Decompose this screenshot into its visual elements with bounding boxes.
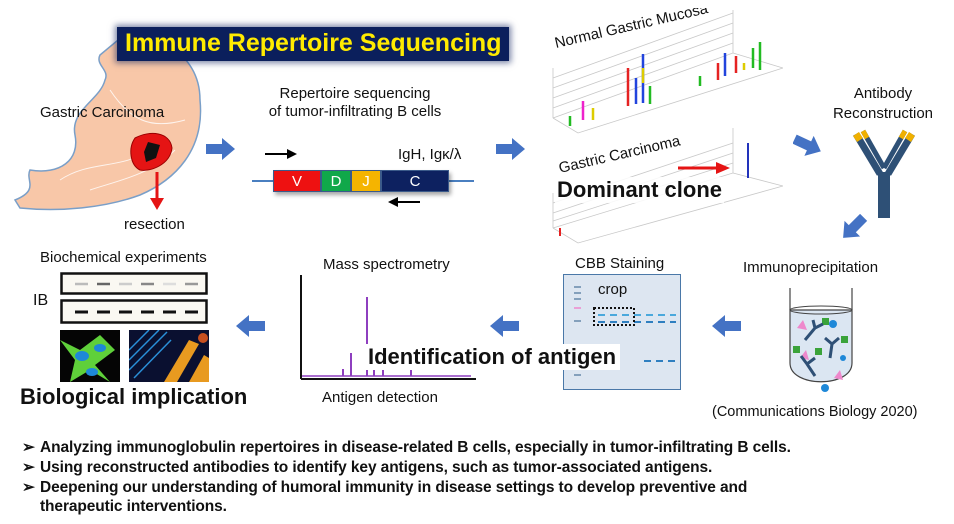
chains-label: IgH, Igκ/λ [398, 146, 462, 163]
biological-implication-label: Biological implication [20, 384, 248, 409]
ms-label: Mass spectrometry [323, 256, 450, 273]
resection-label: resection [124, 216, 185, 233]
bullet-arrow-icon: ➢ [22, 479, 35, 496]
bio-label: Biochemical experiments [40, 249, 207, 266]
antibody-line1: Antibody [853, 85, 913, 102]
ip-citation: (Communications Biology 2020) [712, 404, 918, 420]
segment-c: C [381, 170, 449, 192]
antibody-line2: Reconstruction [832, 105, 934, 122]
ms-xlabel: Antigen detection [322, 389, 438, 406]
cbb-gel [563, 274, 681, 390]
vdjc-gene: V D J C [273, 170, 449, 192]
antibody-caption: Antibody Reconstruction [818, 84, 948, 124]
arrow-left-icon [712, 315, 741, 337]
immunoblot [60, 272, 208, 324]
forward-primer-arrow-icon [265, 149, 297, 159]
arrow-right-icon [496, 138, 525, 160]
cbb-label: CBB Staining [575, 255, 665, 272]
bullet-arrow-icon: ➢ [22, 459, 35, 476]
arrow-left-icon [236, 315, 265, 337]
reverse-primer-arrow-icon [388, 197, 420, 207]
tumor-core [144, 142, 160, 162]
ms-spectrum [300, 275, 476, 380]
segment-d: D [321, 170, 351, 192]
normal-plot [552, 10, 783, 134]
sequencing-line1: Repertoire sequencing [279, 85, 431, 102]
ip-tube-icon [789, 288, 853, 392]
sequencing-caption: Repertoire sequencing of tumor-infiltrat… [255, 85, 455, 121]
ib-label: IB [33, 292, 49, 309]
dominant-clone-label: Dominant clone [555, 177, 725, 203]
antibody-icon [852, 129, 916, 218]
sequencing-line2: of tumor-infiltrating B cells [268, 103, 442, 120]
ip-label: Immunoprecipitation [743, 259, 879, 276]
arrow-right-icon [206, 138, 235, 160]
bullet-item: ➢Deepening our understanding of humoral … [22, 479, 748, 496]
carcinoma-plot-label: Gastric Carcinoma [557, 132, 682, 177]
normal-bars [568, 42, 762, 126]
identification-label: Identification of antigen [364, 344, 621, 370]
bullet-arrow-icon: ➢ [22, 439, 35, 456]
cbb-bands [574, 286, 676, 376]
arrow-left-icon [490, 315, 519, 337]
crop-box [593, 307, 635, 326]
stomach-label: Gastric Carcinoma [40, 104, 165, 121]
segment-v: V [273, 170, 321, 192]
arrow-down-left-icon [843, 214, 868, 238]
tissue-image [129, 330, 209, 382]
arrow-down-right-icon [793, 134, 821, 156]
title-banner: Immune Repertoire Sequencing [117, 27, 510, 61]
bullet-item: ➢Analyzing immunoglobulin repertoires in… [22, 439, 791, 456]
dominant-arrowhead-icon [716, 162, 730, 174]
stomach-illustration [13, 36, 202, 211]
resection-arrow-icon [150, 172, 164, 210]
crop-label: crop [598, 281, 628, 298]
repertoire-plots: Normal Gastric Mucosa Gastric Carcinoma [552, 8, 783, 244]
bullet-item: ➢Using reconstructed antibodies to ident… [22, 459, 713, 476]
segment-j: J [351, 170, 381, 192]
bullet-item-continued: therapeutic interventions. [40, 498, 227, 515]
stomach-shape [13, 36, 202, 211]
cell-image-green [60, 330, 120, 382]
